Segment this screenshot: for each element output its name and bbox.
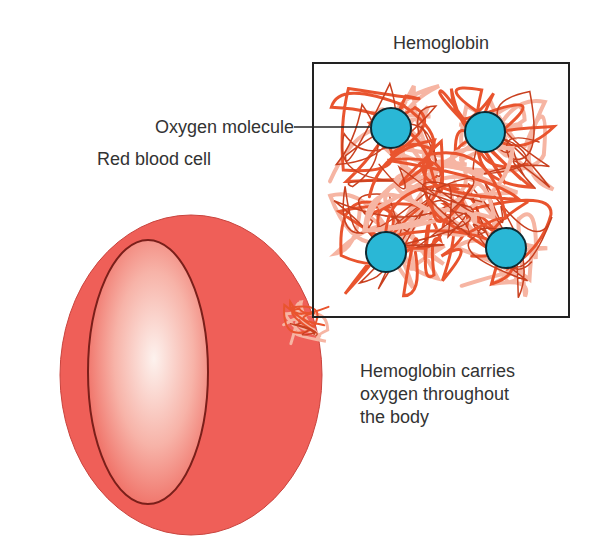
part-label: Oxygen molecule: [74, 116, 294, 139]
hemoglobin-box: Hemoglobin: [312, 62, 570, 318]
protein-strand: [284, 301, 328, 344]
protein-strand: [290, 323, 317, 335]
red-blood-cell: [60, 215, 322, 535]
oxygen-molecules: [366, 108, 526, 272]
leader-line: [294, 126, 370, 128]
box-heading: Hemoglobin: [314, 33, 568, 54]
hemoglobin-tangle: [284, 84, 555, 344]
caption-note: Hemoglobin carries oxygen throughout the…: [360, 360, 530, 429]
part-label: Red blood cell: [97, 148, 297, 171]
